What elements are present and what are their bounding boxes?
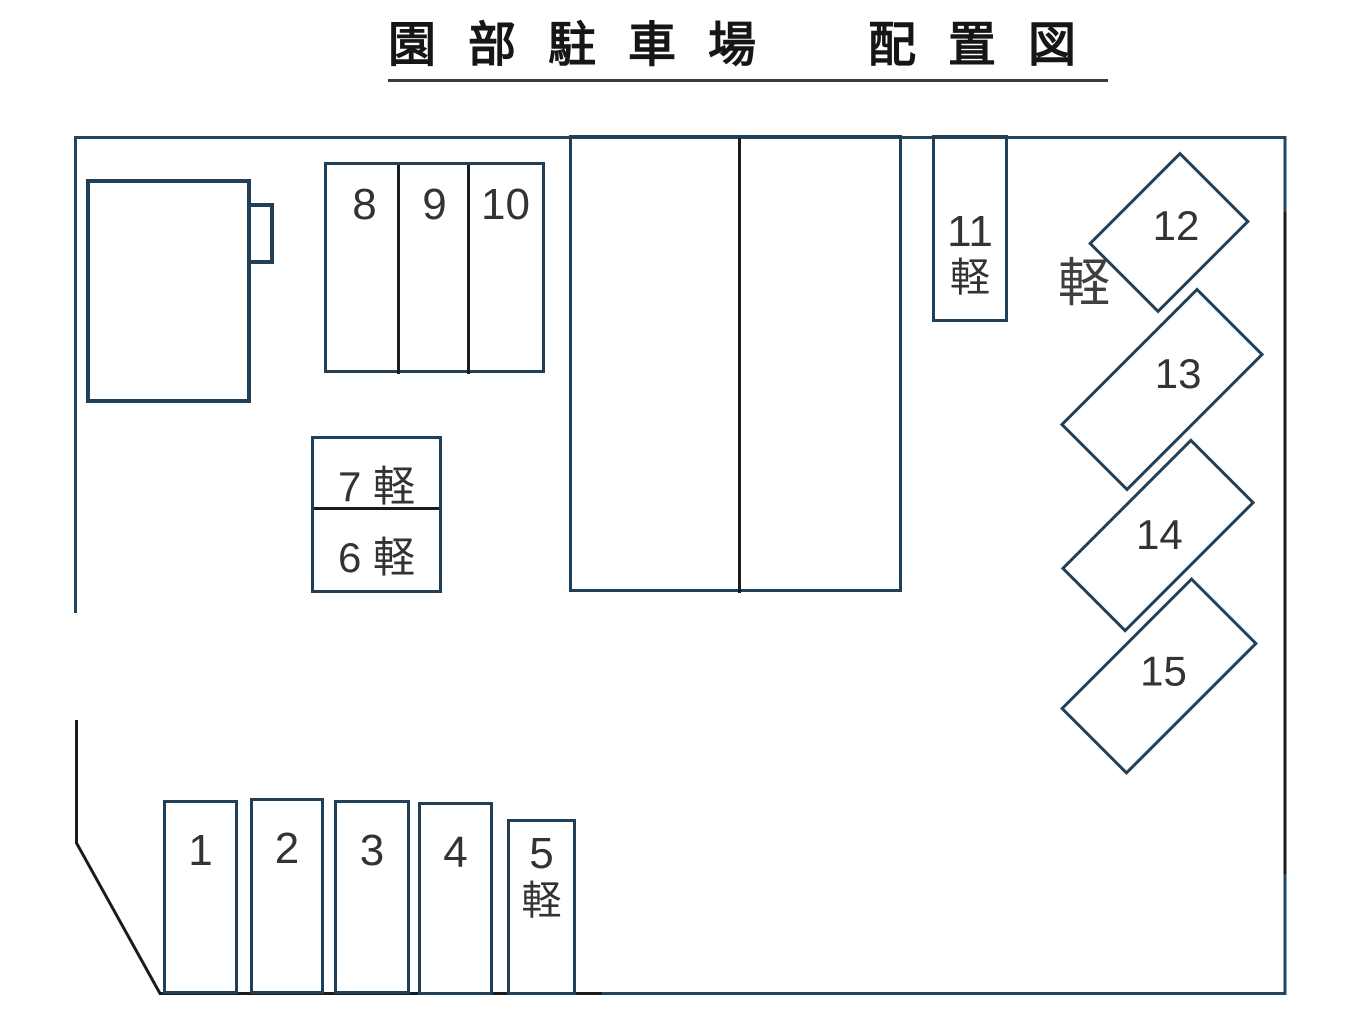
space-4-number: 4 — [443, 828, 468, 877]
stall-divider — [467, 165, 470, 374]
stall-divider — [397, 165, 400, 374]
parking-space-1: 1 — [163, 800, 238, 994]
stall-block-6-7: 7 軽 6 軽 — [311, 436, 442, 593]
space-11-number: 11 — [947, 206, 993, 256]
parking-space-10: 10 — [481, 180, 530, 229]
parking-space-9: 9 — [422, 180, 447, 229]
parking-space-11: 11 軽 — [932, 135, 1008, 322]
space-12-number: 12 — [1152, 202, 1199, 250]
parking-space-7: 7 軽 — [337, 463, 416, 510]
space-5-kei-label: 軽 — [521, 878, 562, 923]
page-title: 園部駐車場 配置図 — [388, 19, 1109, 82]
parking-space-2: 2 — [250, 798, 324, 994]
space-3-number: 3 — [359, 826, 385, 875]
space-2-number: 2 — [274, 824, 300, 873]
parking-space-6: 6 軽 — [337, 534, 416, 581]
parking-space-4: 4 — [418, 802, 493, 995]
space-13-number: 13 — [1154, 349, 1201, 397]
stall-divider — [738, 138, 741, 593]
space-5-number: 5 — [529, 829, 554, 878]
space-14-number: 14 — [1135, 510, 1183, 558]
building-annex — [247, 203, 274, 264]
space-11-kei-label: 軽 — [950, 256, 990, 301]
large-stall-block — [569, 135, 902, 593]
stall-block-8-9-10: 8 9 10 — [324, 162, 545, 374]
stall-divider — [314, 507, 439, 510]
parking-space-8: 8 — [352, 180, 377, 229]
space-15-number: 15 — [1139, 647, 1187, 695]
building — [86, 179, 251, 403]
space-1-number: 1 — [188, 826, 213, 875]
kei-note-label: 軽 — [1058, 255, 1111, 313]
parking-space-5: 5 軽 — [507, 819, 576, 995]
parking-space-3: 3 — [334, 800, 410, 994]
